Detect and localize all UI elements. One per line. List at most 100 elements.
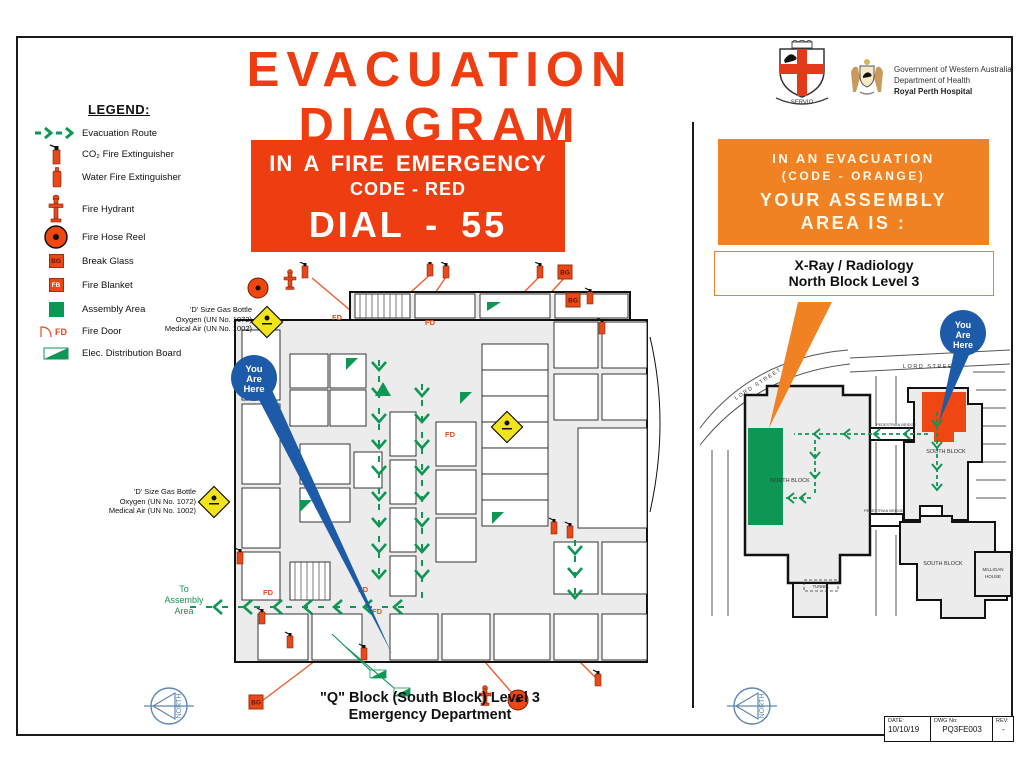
- gov-line3: Royal Perth Hospital: [894, 87, 973, 96]
- legend-label: Water Fire Extinguisher: [82, 171, 181, 183]
- co2-extinguisher-icon: [30, 143, 82, 165]
- title-block: DATE: 10/10/19 DWG No: PQ3FE003 REV: -: [884, 716, 1014, 742]
- legend-label: Break Glass: [82, 255, 134, 267]
- fire-box-dial55: DIAL - 55: [308, 204, 508, 245]
- diagram-frame: [16, 36, 1013, 736]
- svg-text:FD: FD: [372, 607, 383, 616]
- tunnel-outline: [803, 579, 839, 592]
- svg-text:NORTH: NORTH: [759, 694, 766, 719]
- south-block-lower: [899, 515, 1012, 619]
- svg-text:TUNNEL: TUNNEL: [813, 584, 830, 589]
- fire-box-line2: CODE - RED: [349, 179, 466, 199]
- title-block-rev: REV: -: [996, 718, 1009, 734]
- svg-text:PEDESTRIAN BRIDGE: PEDESTRIAN BRIDGE: [876, 423, 916, 427]
- you-are-here-balloon: You Are Here: [231, 355, 392, 654]
- svg-text:BG: BG: [251, 700, 261, 707]
- fire-hose-reel-icon: [30, 224, 82, 250]
- legend-item-fire-hydrant: Fire Hydrant: [30, 194, 265, 224]
- svg-text:BG: BG: [568, 298, 578, 305]
- stairs: [294, 294, 403, 600]
- legend-item-fire-door: FD Fire Door: [30, 320, 265, 342]
- legend-item-co2-extinguisher: CO₂ Fire Extinguisher: [30, 143, 265, 165]
- evac-line2: (CODE - ORANGE): [781, 169, 926, 183]
- svg-text:BG: BG: [560, 270, 570, 277]
- fire-hydrant-icon: [30, 194, 82, 224]
- south-block-upper: [903, 387, 983, 521]
- panel-divider: [692, 122, 694, 708]
- break-glass-icon: BG: [30, 254, 82, 268]
- svg-text:FD: FD: [55, 327, 67, 337]
- legend-item-evacuation-route: Evacuation Route: [30, 122, 265, 144]
- assembly-area-icon: [30, 301, 82, 317]
- svg-text:NORTH: NORTH: [176, 694, 183, 719]
- svg-text:SOUTH BLOCK: SOUTH BLOCK: [923, 561, 963, 567]
- title-block-dwg: DWG No: PQ3FE003: [931, 717, 993, 741]
- evacuation-assembly-box: IN AN EVACUATION (CODE - ORANGE) YOUR AS…: [718, 139, 989, 245]
- evacuation-route-icon: [30, 127, 82, 139]
- legend-label: Fire Blanket: [82, 279, 133, 291]
- legend-item-fire-blanket: FB Fire Blanket: [30, 274, 265, 296]
- government-logo: Government of Western Australia Departme…: [848, 58, 1012, 100]
- map-route-chevrons: [786, 419, 943, 504]
- north-compass-left: NORTH: [144, 687, 194, 725]
- gov-line1: Government of Western Australia: [894, 65, 1012, 74]
- site-map: LORD STREET LORD STREET NORTH BLOCK SOUT…: [699, 302, 1012, 619]
- elec-board-icon: [30, 347, 82, 360]
- to-assembly-area-label: To Assembly Area: [164, 584, 204, 616]
- svg-text:MILLIGAN: MILLIGAN: [982, 567, 1003, 572]
- legend-heading: LEGEND:: [88, 102, 150, 117]
- svg-text:Are: Are: [246, 374, 262, 385]
- svg-text:Are: Are: [955, 330, 970, 340]
- hospital-crest-logo: SERVIO: [775, 40, 829, 106]
- evac-line3: YOUR ASSEMBLY: [759, 190, 948, 210]
- north-block: [743, 384, 872, 618]
- you-are-here-building: [922, 392, 966, 442]
- svg-text:LORD STREET: LORD STREET: [903, 364, 958, 370]
- assembly-destination-box: X-Ray / Radiology North Block Level 3: [714, 251, 994, 296]
- legend-label: Assembly Area: [82, 303, 146, 315]
- legend-item-assembly-area: Assembly Area: [30, 298, 265, 320]
- floor-plan: BG BG BG FD FD FD FD FD FD You Are Here: [190, 262, 661, 711]
- svg-text:Here: Here: [953, 340, 973, 350]
- legend-label: Evacuation Route: [82, 127, 157, 139]
- fd-labels: FD FD FD FD FD FD: [263, 313, 456, 616]
- legend-label: CO₂ Fire Extinguisher: [82, 148, 174, 160]
- assembly-area-highlight: [748, 428, 783, 525]
- board-leader-lines: [331, 633, 395, 689]
- svg-text:You: You: [245, 364, 262, 375]
- fire-emergency-box: IN A FIRE EMERGENCY CODE - RED DIAL - 55: [251, 140, 565, 252]
- legend-item-break-glass: BG Break Glass: [30, 250, 265, 272]
- assembly-dest-line1: X-Ray / Radiology: [794, 257, 914, 273]
- gas-bottle-note-1: 'D' Size Gas Bottle Oxygen (UN No. 1072)…: [164, 305, 252, 333]
- legend-label: Fire Hydrant: [82, 203, 135, 215]
- legend-label: Fire Door: [82, 325, 122, 337]
- svg-text:FD: FD: [445, 430, 456, 439]
- north-compass-right: NORTH: [727, 687, 777, 725]
- evac-line1: IN AN EVACUATION: [772, 151, 935, 166]
- assembly-dest-line2: North Block Level 3: [788, 273, 920, 289]
- exit-door-wedges: [300, 302, 504, 524]
- water-extinguisher-icon: [30, 166, 82, 188]
- assembly-pointer-wedge: [769, 302, 832, 428]
- map-you-are-here-balloon: You Are Here: [939, 310, 986, 422]
- coat-of-arms-icon: [851, 59, 883, 95]
- legend-item-elec-board: Elec. Distribution Board: [30, 342, 265, 364]
- svg-text:HOUSE: HOUSE: [985, 574, 1001, 579]
- fire-box-line1: IN A FIRE EMERGENCY: [269, 151, 547, 176]
- svg-text:SOUTH BLOCK: SOUTH BLOCK: [926, 449, 966, 455]
- legend-item-water-extinguisher: Water Fire Extinguisher: [30, 166, 265, 188]
- legend-label: Fire Hose Reel: [82, 231, 146, 243]
- legend-item-fire-hose-reel: Fire Hose Reel: [30, 224, 265, 250]
- svg-text:FD: FD: [332, 313, 343, 322]
- svg-text:FD: FD: [263, 588, 274, 597]
- legend-label: Elec. Distribution Board: [82, 347, 182, 359]
- streets: [699, 349, 1011, 616]
- svg-text:PEDESTRIAN BRIDGE: PEDESTRIAN BRIDGE: [864, 509, 904, 513]
- svg-text:NORTH BLOCK: NORTH BLOCK: [770, 478, 810, 484]
- gas-bottle-note-2: 'D' Size Gas Bottle Oxygen (UN No. 1072)…: [108, 487, 196, 515]
- evacuation-route-chevrons: [212, 361, 583, 615]
- fire-blanket-icon: FB: [30, 278, 82, 292]
- crest-motto: SERVIO: [791, 100, 814, 106]
- pedestrian-bridge-lower: [869, 513, 904, 527]
